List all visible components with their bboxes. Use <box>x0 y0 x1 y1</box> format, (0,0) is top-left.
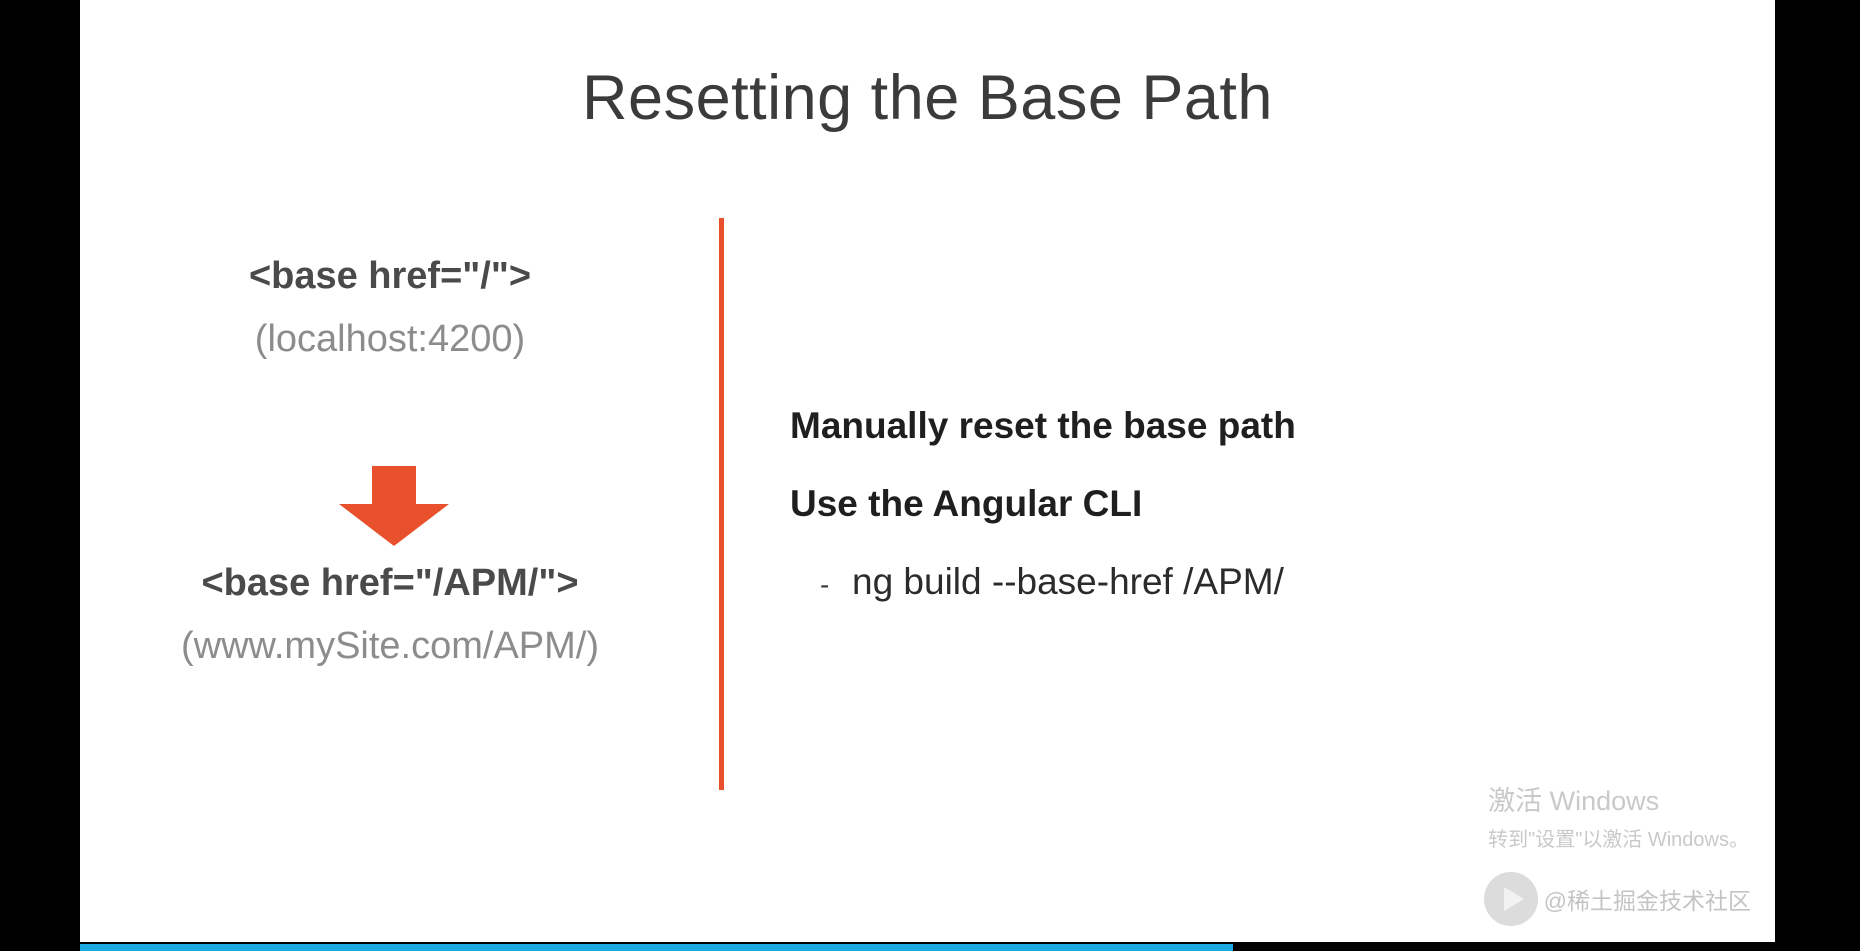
channel-watermark-label: @稀土掘金技术社区 <box>1543 888 1751 914</box>
bullet-angular-cli: Use the Angular CLI <box>790 483 1143 524</box>
playback-progress-track[interactable] <box>80 944 1775 951</box>
mysite-url-label: (www.mySite.com/APM/) <box>180 625 600 667</box>
dash-bullet-icon: - <box>820 569 830 600</box>
playback-progress-fill[interactable] <box>80 944 1233 951</box>
sub-bullet-ng-build: - ng build --base-href /APM/ <box>790 561 1720 603</box>
localhost-url-label: (localhost:4200) <box>254 318 526 360</box>
down-arrow-icon <box>339 466 449 546</box>
letterbox-left <box>0 0 80 951</box>
channel-watermark: @稀土掘金技术社区 <box>1483 872 1751 926</box>
base-href-apm-code: <base href="/APM/"> <box>201 562 579 604</box>
base-href-root-code: <base href="/"> <box>248 255 532 297</box>
base-path-before-group: <base href="/"> (localhost:4200) <box>90 255 690 361</box>
letterbox-right <box>1775 0 1860 951</box>
windows-activation-subtitle: 转到"设置"以激活 Windows。 <box>1488 829 1749 851</box>
windows-activation-title: 激活 Windows <box>1488 786 1660 817</box>
vertical-divider <box>719 218 724 790</box>
bullet-manual-reset: Manually reset the base path <box>790 405 1296 446</box>
base-path-after-group: <base href="/APM/"> (www.mySite.com/APM/… <box>90 562 690 668</box>
instructions-list: Manually reset the base path Use the Ang… <box>790 405 1720 603</box>
page-title: Resetting the Base Path <box>582 63 1273 133</box>
windows-activation-watermark: 激活 Windows 转到"设置"以激活 Windows。 <box>1488 785 1749 852</box>
play-circle-icon <box>1483 872 1538 926</box>
presentation-slide: Resetting the Base Path <base href="/"> … <box>80 0 1775 942</box>
ng-build-command: ng build --base-href /APM/ <box>852 561 1284 602</box>
